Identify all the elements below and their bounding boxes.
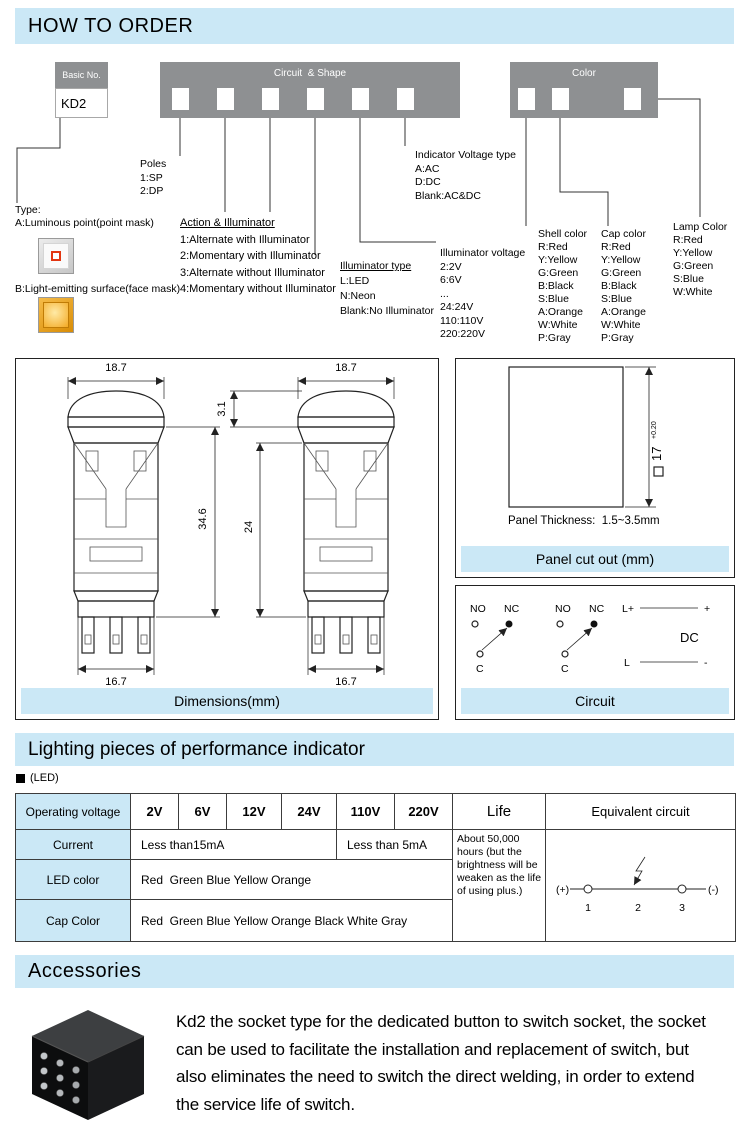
voltage-header: 12V (226, 793, 282, 830)
accessories-description: Kd2 the socket type for the dedicated bu… (176, 1012, 706, 1114)
nc-label: NC (504, 603, 520, 615)
current-row-label: Current (15, 829, 131, 860)
voltage-header: 2V (130, 793, 179, 830)
current-low-value: Less than15mA (130, 829, 337, 860)
type-b-label: B:Light-emitting surface(face mask) (15, 283, 181, 295)
led-label: (LED) (30, 772, 59, 784)
voltage-header: 24V (281, 793, 337, 830)
accessories-title: Accessories (28, 960, 142, 982)
how-to-order-title: HOW TO ORDER (28, 14, 194, 37)
voltage-header: 110V (336, 793, 395, 830)
order-code-slot (552, 88, 569, 110)
type-a-image (38, 238, 74, 274)
dim-body-height: 24 (243, 521, 255, 533)
equiv-node-1: 1 (585, 902, 591, 914)
type-heading: Type: (15, 204, 41, 216)
panel-cutout-caption: Panel cut out (mm) (461, 546, 729, 572)
how-to-order-banner: HOW TO ORDER (15, 8, 734, 44)
led-color-row-label: LED color (15, 859, 131, 900)
panel-tolerance: +0.20 (651, 421, 658, 439)
order-code-slot (262, 88, 279, 110)
plus-label: + (704, 603, 710, 615)
basic-no-label: Basic No. (62, 70, 101, 80)
circuit-caption: Circuit (461, 688, 729, 714)
equivalent-circuit-drawing: (+) (-) 1 2 3 (556, 856, 719, 914)
c-label: C (476, 663, 484, 675)
order-code-slot (307, 88, 324, 110)
order-code-slot (397, 88, 414, 110)
dc-label: DC (680, 630, 699, 645)
order-code-slot (624, 88, 641, 110)
switch-front-view-2 (298, 362, 394, 688)
nc-label: NC (589, 603, 605, 615)
order-code-slot (518, 88, 535, 110)
panel-hole-size: 17 (649, 447, 664, 461)
dim-cap-height: 3.1 (216, 401, 228, 416)
dim-overall-height: 34.6 (197, 508, 209, 529)
panel-thickness-note: Panel Thickness: 1.5~3.5mm (508, 515, 660, 527)
operating-voltage-header: Operating voltage (15, 793, 131, 830)
current-high-value: Less than 5mA (336, 829, 453, 860)
l-label: L (624, 657, 630, 669)
black-square-bullet (16, 773, 25, 783)
equivalent-circuit-cell: (+) (-) 1 2 3 (545, 829, 736, 942)
type-a-label: A:Luminous point(point mask) (15, 217, 154, 229)
minus-label: - (704, 657, 708, 669)
circuit-box: NO NC C NO NC C L+ + DC L - Circuit (455, 585, 735, 720)
lighting-banner: Lighting pieces of performance indicator (15, 733, 734, 766)
voltage-header: 220V (394, 793, 453, 830)
socket-photo (31, 1010, 145, 1120)
equivalent-circuit-header: Equivalent circuit (545, 793, 736, 830)
basic-no-value: KD2 (61, 95, 87, 111)
equiv-node-2: 2 (635, 902, 641, 914)
led-spec-table: Operating voltage 2V 6V 12V 24V 110V 220… (15, 793, 736, 942)
led-color-value: Red Green Blue Yellow Orange (130, 859, 453, 900)
type-b-image (38, 297, 74, 333)
circuit-drawing: NO NC C NO NC C L+ + DC L - (470, 603, 710, 675)
accessories-banner: Accessories (15, 955, 734, 988)
equiv-minus-label: (-) (708, 884, 719, 896)
circuit-shape-box: Circuit & Shape (160, 62, 460, 118)
life-header: Life (452, 793, 546, 830)
equiv-plus-label: (+) (556, 884, 569, 896)
switch-front-view-1 (68, 362, 164, 688)
type-a-button-face (43, 243, 69, 269)
socket-pins (40, 1052, 80, 1104)
order-code-slot (352, 88, 369, 110)
voltage-header: 6V (178, 793, 227, 830)
order-code-slot (172, 88, 189, 110)
panel-cutout-drawing: 17 +0.20 (508, 366, 664, 508)
circuit-shape-label: Circuit & Shape (273, 68, 347, 79)
square-hole-symbol (653, 466, 664, 477)
cap-color-value: Red Green Blue Yellow Orange Black White… (130, 899, 453, 942)
type-b-glow-face (43, 302, 69, 328)
led-bullet-line: (LED) (16, 772, 59, 784)
order-code-slot (217, 88, 234, 110)
basic-no-box: Basic No. (55, 62, 108, 88)
panel-cutout-box: 17 +0.20 Panel Thickness: 1.5~3.5mm Pane… (455, 358, 735, 578)
switch-dimension-drawing: 18.7 (16, 359, 437, 689)
equiv-node-3: 3 (679, 902, 685, 914)
life-note: About 50,000 hours (but the brightness w… (452, 829, 546, 942)
dimensions-box: 18.7 (15, 358, 439, 720)
basic-no-value-box: KD2 (55, 88, 108, 118)
dimensions-caption: Dimensions(mm) (21, 688, 433, 714)
lighting-title: Lighting pieces of performance indicator (28, 738, 365, 760)
type-a-red-point (51, 251, 61, 261)
color-box: Color (510, 62, 658, 118)
cap-color-row-label: Cap Color (15, 899, 131, 942)
no-label: NO (470, 603, 486, 615)
color-box-label: Color (572, 68, 596, 79)
c-label: C (561, 663, 569, 675)
no-label: NO (555, 603, 571, 615)
l-plus-label: L+ (622, 603, 634, 615)
